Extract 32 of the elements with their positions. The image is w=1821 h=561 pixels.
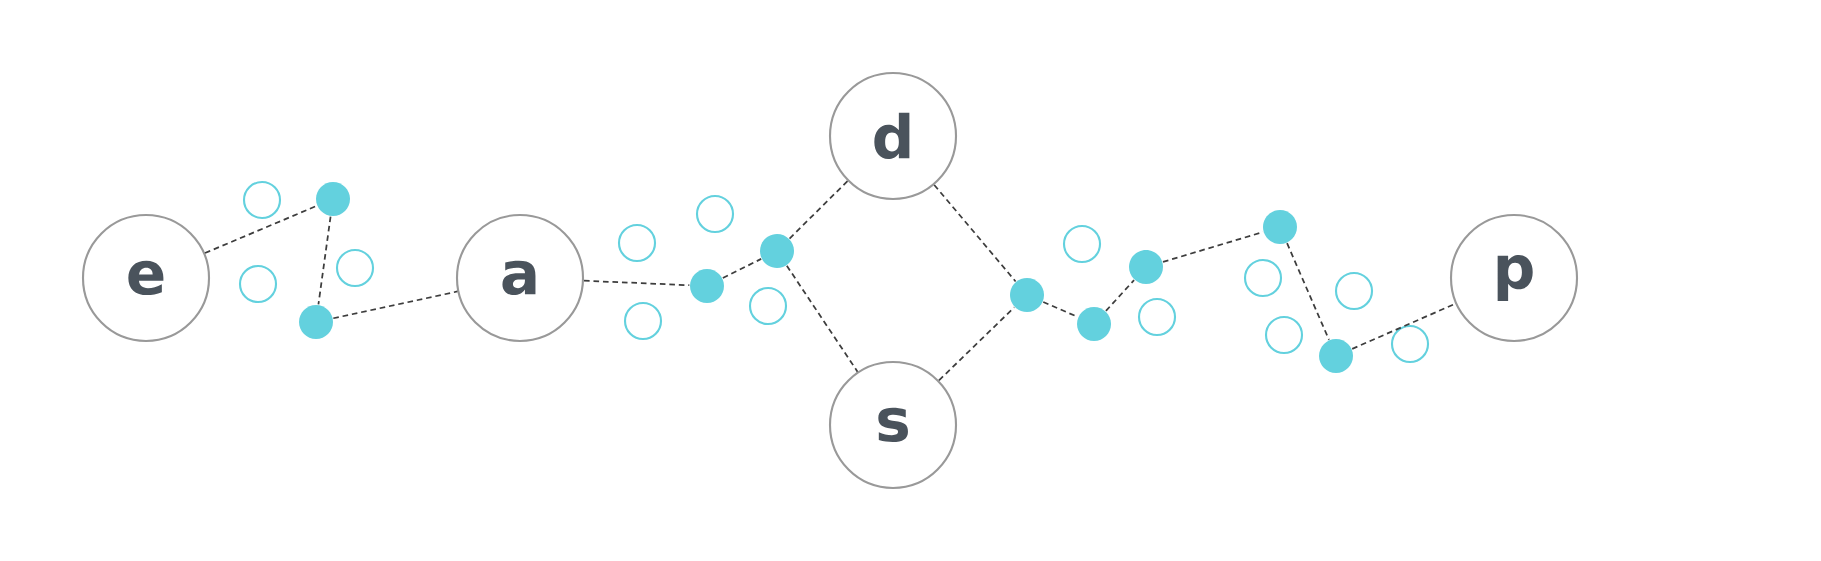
hollow-circle — [617, 223, 657, 263]
filled-dot — [690, 269, 724, 303]
filled-dot — [1010, 278, 1044, 312]
filled-dot — [299, 305, 333, 339]
filled-dot — [760, 234, 794, 268]
hollow-circle — [1264, 315, 1304, 355]
hollow-circle — [242, 180, 282, 220]
hollow-circle — [623, 301, 663, 341]
hollow-circle — [1243, 258, 1283, 298]
hollow-circle — [1334, 271, 1374, 311]
filled-dot — [1319, 339, 1353, 373]
dashed-line — [204, 205, 318, 254]
hollow-circle — [748, 286, 788, 326]
filled-dot — [1129, 250, 1163, 284]
dashed-line — [1105, 279, 1135, 312]
hollow-circle — [695, 194, 735, 234]
dashed-line — [332, 290, 459, 320]
hollow-circle — [238, 264, 278, 304]
hollow-circle — [1062, 224, 1102, 264]
hollow-circle — [1390, 324, 1430, 364]
dashed-line — [583, 279, 691, 287]
dashed-line — [1286, 242, 1330, 341]
dashed-line — [933, 184, 1017, 283]
filled-dot — [1263, 210, 1297, 244]
filled-dot — [316, 182, 350, 216]
dashed-line — [721, 258, 763, 279]
hollow-circle — [1137, 297, 1177, 337]
dashed-line — [788, 180, 849, 240]
hollow-circle — [335, 248, 375, 288]
dashed-line — [785, 264, 859, 373]
dashed-line — [317, 215, 332, 306]
filled-dot — [1077, 307, 1111, 341]
